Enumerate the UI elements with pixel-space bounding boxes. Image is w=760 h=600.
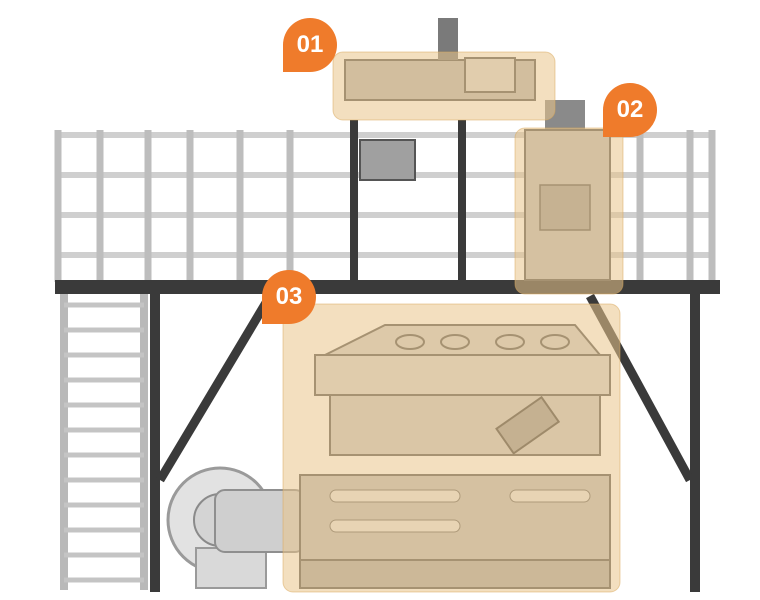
location-pin-icon <box>603 83 657 137</box>
staircase <box>60 285 148 590</box>
marker-01[interactable]: 01 <box>283 18 337 72</box>
marker-01-label: 01 <box>296 31 324 58</box>
fan-unit <box>166 466 306 589</box>
location-pin-icon <box>283 18 337 72</box>
zone-01-highlight <box>332 51 556 121</box>
marker-02[interactable]: 02 <box>603 83 657 137</box>
highlight-zones <box>282 51 624 593</box>
zone-02-highlight <box>514 127 624 295</box>
support-legs <box>150 120 700 592</box>
zone-03-highlight <box>282 303 621 593</box>
location-pin-icon <box>262 270 316 324</box>
marker-03-label: 03 <box>275 283 303 310</box>
marker-03[interactable]: 03 <box>262 270 316 324</box>
marker-02-label: 02 <box>616 96 644 123</box>
guardrail-posts <box>54 130 716 282</box>
